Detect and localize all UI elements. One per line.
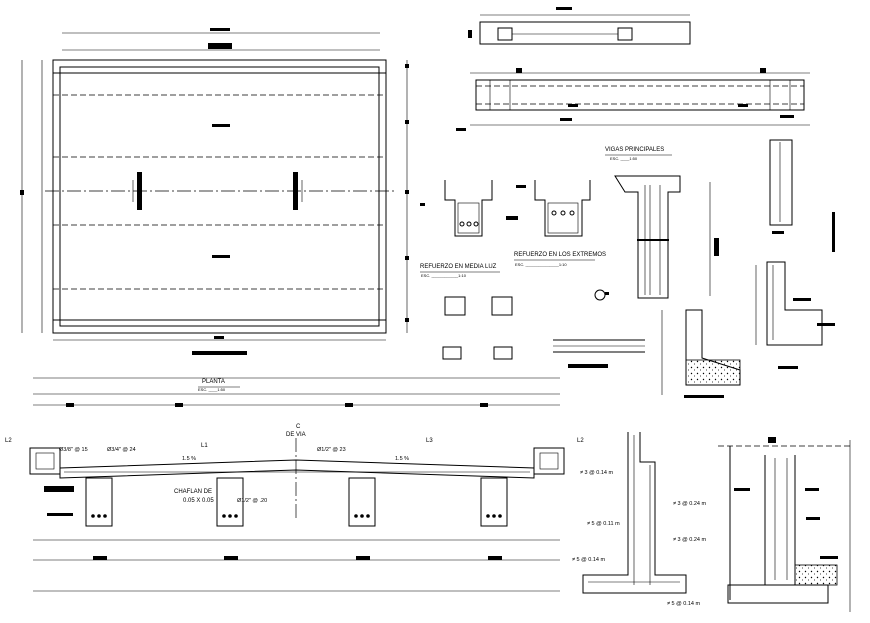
beam-elevation (456, 7, 810, 131)
slope-left: 1.5 % (182, 456, 196, 462)
wall-rebar-5: ≠ 5 @ 0.14 m (572, 557, 605, 563)
l3-label: L3 (426, 438, 433, 444)
l2-right: L2 (577, 438, 584, 444)
rebar-label-3: Ø1/2" @ 23 (317, 447, 346, 453)
slope-right: 1.5 % (395, 456, 409, 462)
wall-rebar-1: ≠ 3 @ 0.14 m (580, 470, 613, 476)
wingwall (718, 437, 851, 612)
via-axis: C (296, 424, 301, 430)
section-dims: PLANTA ESC. ____1:50 (33, 377, 560, 407)
retaining-wall: ≠ 3 @ 0.14 m ≠ 3 @ 0.24 m ≠ 5 @ 0.11 m ≠… (572, 432, 706, 607)
via-label: DE VIA (286, 432, 306, 438)
media-luz-scale: ESC. ____________1:10 (421, 273, 467, 278)
wall-rebar-3: ≠ 5 @ 0.11 m (587, 521, 620, 527)
rebar-label-2: Ø3/4" @ 24 (107, 447, 136, 453)
wall-rebar-4: ≠ 3 @ 0.24 m (673, 537, 706, 543)
extremos-scale: ESC. _______________1:10 (515, 262, 567, 267)
reinforcement-details: REFUERZO EN MEDIA LUZ ESC. ____________1… (420, 180, 609, 360)
vigas-scale: ESC. ____1:50 (610, 156, 638, 161)
l2-left: L2 (5, 438, 12, 444)
chaflan-label-2: 0.05 X 0.05 (183, 498, 214, 504)
main-beams: VIGAS PRINCIPALES ESC. ____1:50 (553, 139, 835, 398)
deck-section: C DE VIA L2 L2 L1 L3 Ø3/8" @ 15 Ø3/4" @ … (5, 424, 584, 592)
planta-title: PLANTA (202, 379, 225, 385)
rebar-label-1: Ø3/8" @ 15 (59, 447, 88, 453)
rebar-label-4: Ø1/2" @ .20 (237, 498, 267, 504)
plan-view (20, 28, 409, 355)
extremos-title: REFUERZO EN LOS EXTREMOS (514, 252, 606, 258)
planta-scale: ESC. ____1:50 (198, 387, 226, 392)
vigas-title: VIGAS PRINCIPALES (605, 147, 664, 153)
l1-label: L1 (201, 443, 208, 449)
chaflan-label-1: CHAFLAN DE (174, 489, 212, 495)
wall-rebar-6: ≠ 5 @ 0.14 m (667, 601, 700, 607)
wall-rebar-2: ≠ 3 @ 0.24 m (673, 501, 706, 507)
media-luz-title: REFUERZO EN MEDIA LUZ (420, 264, 497, 270)
